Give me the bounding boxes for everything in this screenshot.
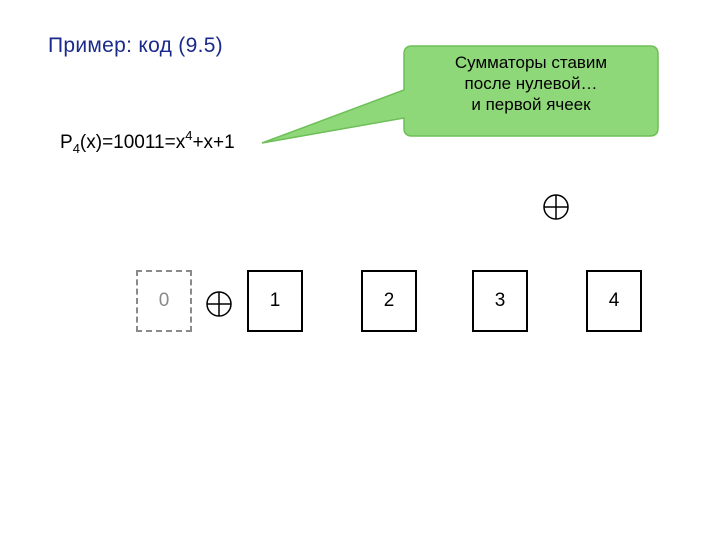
cell-label-3: 3 [494, 290, 506, 311]
xor-adder-icon [206, 291, 232, 317]
register-cell-2: 2 [361, 270, 417, 332]
register-cell-3: 3 [472, 270, 528, 332]
xor-adder-icon [543, 194, 569, 220]
poly-p: P [60, 132, 73, 153]
poly-subscript: 4 [72, 141, 80, 156]
polynomial-formula: P4(x)=10011=x4+x+1 [60, 128, 235, 156]
callout-line-3: и первой ячеек [471, 95, 591, 114]
register-cell-4: 4 [586, 270, 642, 332]
cell-label-1: 1 [269, 290, 281, 311]
poly-mid: (x)=10011=x [79, 132, 186, 153]
cell-label-4: 4 [608, 290, 620, 311]
register-cell-1: 1 [247, 270, 303, 332]
callout-line-1: Сумматоры ставим [454, 53, 608, 72]
callout-text: Сумматоры ставим после нулевой… и первой… [404, 52, 658, 115]
cell-label-2: 2 [383, 290, 395, 311]
callout-line-2: после нулевой… [464, 74, 598, 93]
poly-tail: +x+1 [192, 132, 235, 153]
register-cell-0: 0 [136, 270, 192, 332]
slide-title: Пример: код (9.5) [48, 34, 223, 57]
cell-label-0: 0 [158, 290, 170, 311]
poly-superscript: 4 [185, 128, 193, 143]
